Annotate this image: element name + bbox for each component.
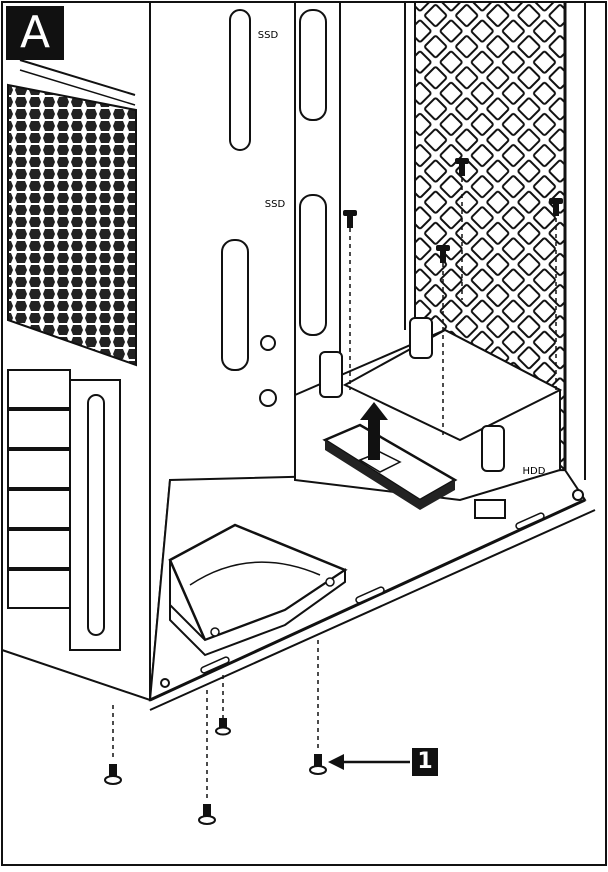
rear-fan-grille — [7, 83, 137, 367]
screw-icon — [309, 754, 327, 775]
callout-arrow — [328, 754, 410, 770]
bottom-screws — [104, 640, 327, 825]
ssd-drive — [322, 423, 458, 510]
hdd-label: HDD — [523, 466, 546, 477]
callout-number-badge: 1 — [412, 748, 438, 776]
screw-icon — [343, 210, 357, 228]
screw-icon — [436, 245, 450, 263]
step-badge: A — [6, 6, 64, 60]
motherboard-tray: SSD SSD — [149, 1, 406, 701]
ssd-label-top: SSD — [258, 30, 279, 41]
screw-icon — [215, 718, 231, 736]
hard-drive — [168, 523, 348, 657]
install-arrow — [360, 402, 388, 460]
screw-icon — [455, 158, 469, 176]
expansion-slots — [7, 369, 121, 651]
screw-icon — [104, 764, 122, 785]
case-floor — [148, 468, 596, 711]
ssd-label-mid: SSD — [265, 199, 286, 210]
screw-icon — [198, 804, 216, 825]
screw-icon — [549, 198, 563, 216]
cage-screws — [343, 158, 563, 435]
